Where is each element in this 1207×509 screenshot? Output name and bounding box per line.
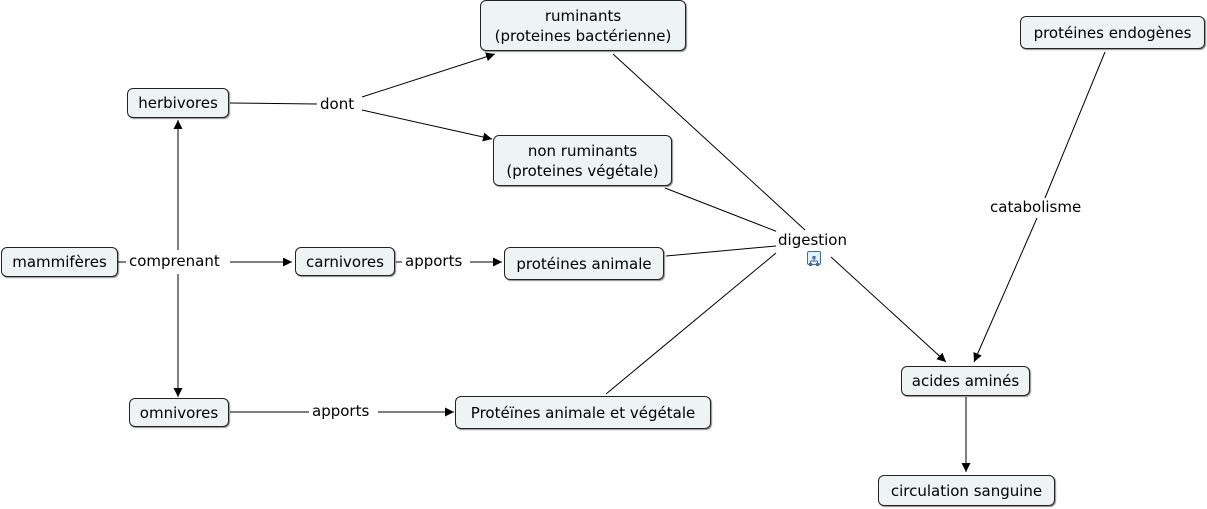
edge-digestion-acidesamines xyxy=(830,256,947,363)
edge-dont-ruminants xyxy=(361,52,496,98)
link-dont[interactable]: dont xyxy=(318,95,357,113)
node-proteines-animale-label: protéines animale xyxy=(516,254,652,273)
node-circulation-sanguine-label: circulation sanguine xyxy=(890,481,1043,500)
node-proteines-animale-vegetale-label: Protéïnes animale et végétale xyxy=(470,403,696,422)
node-herbivores-label: herbivores xyxy=(138,94,218,112)
node-omnivores-label: omnivores xyxy=(139,403,219,422)
link-comprenant[interactable]: comprenant xyxy=(127,252,222,270)
node-non-ruminants-label-1: non ruminants xyxy=(527,141,638,160)
node-omnivores[interactable]: omnivores xyxy=(129,398,229,427)
node-mammiferes-label: mammifères xyxy=(12,253,107,271)
node-carnivores[interactable]: carnivores xyxy=(295,247,395,276)
link-catabolisme[interactable]: catabolisme xyxy=(988,198,1084,216)
edge-herbivores-dont xyxy=(229,102,318,105)
edge-endogenes-catabolisme xyxy=(1044,51,1106,199)
edge-catabolisme-acidesamines xyxy=(973,217,1038,363)
node-ruminants-label-1: ruminants xyxy=(544,6,622,25)
node-proteines-animale[interactable]: protéines animale xyxy=(504,247,664,280)
node-proteines-animale-vegetale[interactable]: Protéïnes animale et végétale xyxy=(455,396,711,429)
node-proteines-endogenes-label: protéines endogènes xyxy=(1033,23,1192,42)
edge-dont-nonruminants xyxy=(361,109,493,142)
node-proteines-endogenes[interactable]: protéines endogènes xyxy=(1020,16,1205,49)
link-apports-carnivores[interactable]: apports xyxy=(403,252,465,270)
edge-proteinesanimalevegetale-digestion xyxy=(605,252,777,395)
node-acides-amines[interactable]: acides aminés xyxy=(901,366,1030,396)
node-circulation-sanguine[interactable]: circulation sanguine xyxy=(878,475,1055,506)
edge-proteinesanimale-digestion xyxy=(665,245,777,257)
node-ruminants-label-2: (proteines bactérienne) xyxy=(494,26,672,45)
submap-icon[interactable] xyxy=(807,251,821,266)
node-herbivores[interactable]: herbivores xyxy=(127,88,229,118)
link-apports-omnivores[interactable]: apports xyxy=(310,402,372,420)
link-digestion[interactable]: digestion xyxy=(776,231,849,249)
node-ruminants[interactable]: ruminants (proteines bactérienne) xyxy=(480,0,686,51)
node-non-ruminants[interactable]: non ruminants (proteines végétale) xyxy=(493,135,672,186)
node-carnivores-label: carnivores xyxy=(306,252,384,271)
submap-icon-glyph xyxy=(809,256,819,266)
edge-nonruminants-digestion xyxy=(664,187,779,233)
edge-ruminants-digestion xyxy=(612,53,806,231)
node-acides-amines-label: acides aminés xyxy=(911,372,1020,390)
node-non-ruminants-label-2: (proteines végétale) xyxy=(506,161,659,180)
node-mammiferes[interactable]: mammifères xyxy=(1,247,118,277)
